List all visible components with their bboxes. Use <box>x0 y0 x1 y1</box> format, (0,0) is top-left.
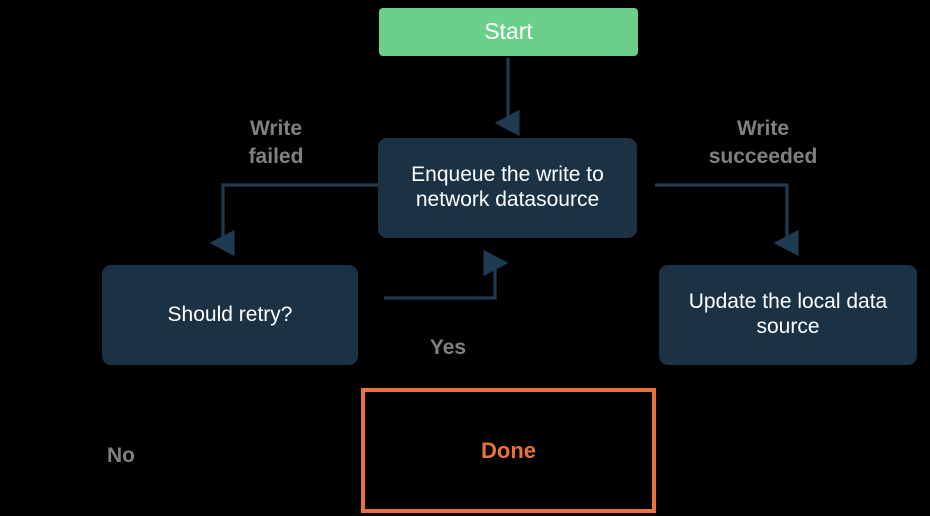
edge-enqueue-to-should-retry <box>209 183 378 257</box>
edge-label-write-failed: Write failed <box>248 117 304 169</box>
node-update-local-data-source[interactable]: Update the local data source <box>659 265 917 365</box>
edge-enqueue-to-update-local <box>655 183 799 257</box>
node-start-label: Start <box>484 18 533 45</box>
node-should-retry[interactable]: Should retry? <box>102 265 358 365</box>
node-start[interactable]: Start <box>379 8 638 56</box>
edge-label-no: No <box>107 444 135 467</box>
node-done-label: Done <box>481 437 536 463</box>
node-done[interactable]: Done <box>361 388 656 513</box>
edge-label-yes: Yes <box>429 336 467 359</box>
node-enqueue[interactable]: Enqueue the write to network datasource <box>378 138 637 238</box>
node-should-retry-label: Should retry? <box>167 302 293 326</box>
edge-label-write-succeeded: Write succeeded <box>708 117 818 169</box>
node-update-local-label: Update the local data source <box>688 290 888 338</box>
node-enqueue-label: Enqueue the write to network datasource <box>411 163 604 211</box>
edge-should-retry-yes-to-enqueue <box>384 249 509 300</box>
